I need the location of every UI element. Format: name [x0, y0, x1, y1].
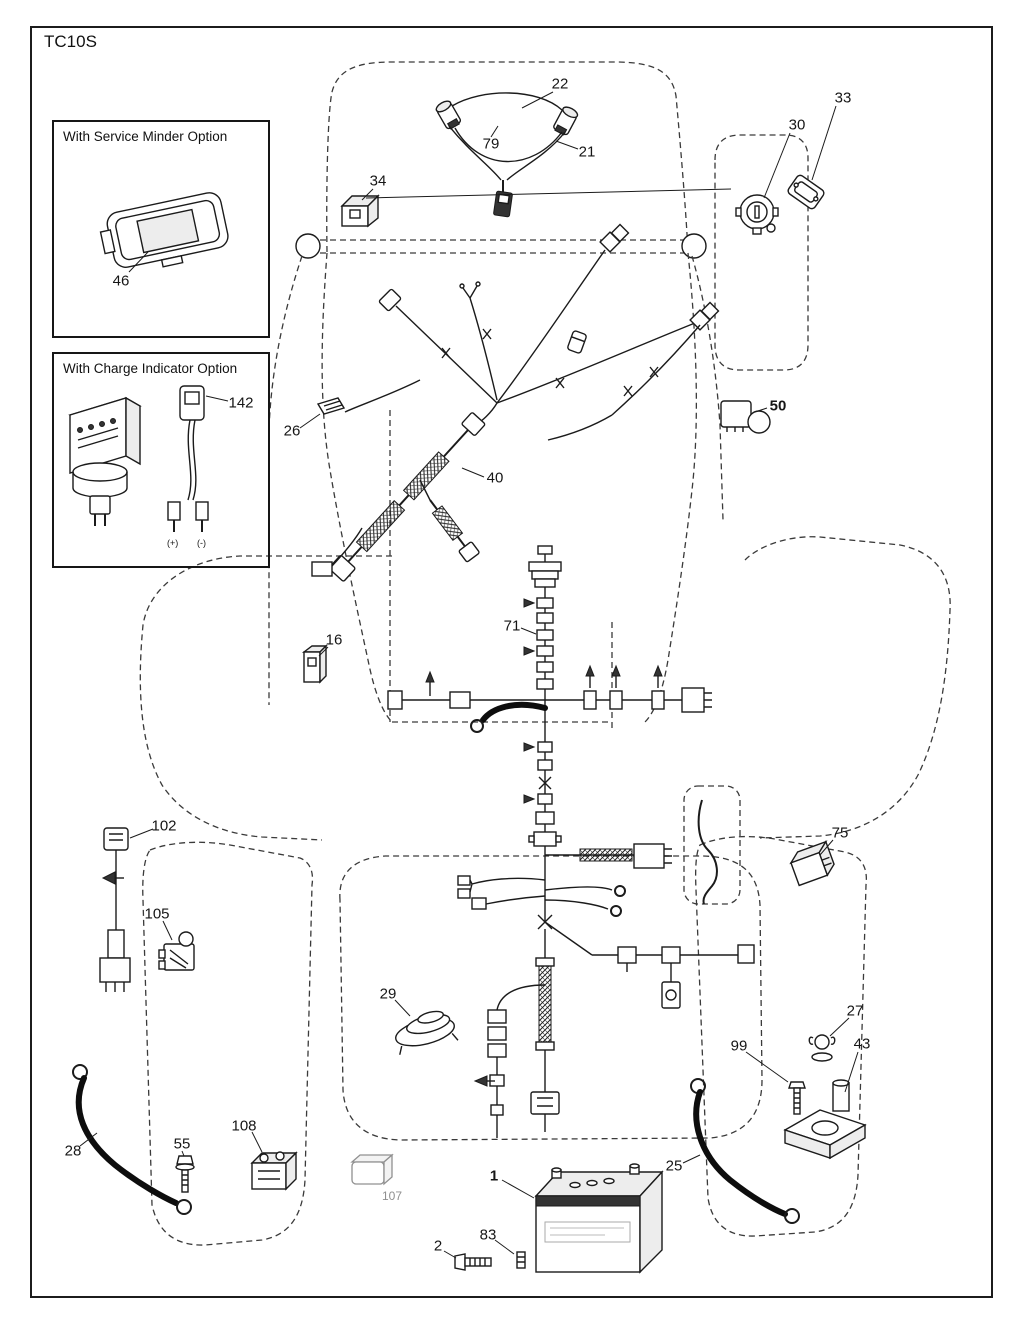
- grommet-right: [681, 233, 707, 259]
- interlock-switch-16: [301, 644, 328, 684]
- center-harness-71: [387, 545, 755, 1138]
- relay-50: [720, 400, 771, 434]
- battery-cable-28: [72, 1064, 192, 1215]
- bracket-43: [783, 1079, 867, 1160]
- tractor-body-outline: [139, 61, 951, 1246]
- service-minder-module: [99, 192, 229, 268]
- part-107: [350, 1153, 394, 1186]
- ignition-switch: [735, 194, 779, 235]
- bolt-55: [175, 1155, 195, 1193]
- main-harness-40: [311, 412, 486, 582]
- harness-142: (+) (-): [167, 385, 209, 548]
- horn-29: [395, 1010, 459, 1055]
- headlight-harness: [435, 91, 579, 218]
- charge-indicator-module: [68, 396, 142, 526]
- hood-wiring: [344, 223, 720, 441]
- key-plate-33: [787, 174, 825, 210]
- charge-indicator-inset: With Charge Indicator Option: [52, 352, 270, 568]
- wing-nut-27: [808, 1034, 836, 1062]
- bolt-2: [454, 1253, 492, 1271]
- page-title: TC10S: [44, 32, 97, 51]
- plus-terminal-label: (+): [167, 538, 178, 548]
- fuse-26: [316, 397, 346, 415]
- grommet-left: [295, 233, 321, 259]
- minus-terminal-label: (-): [197, 538, 206, 548]
- charge-indicator-inset-title: With Charge Indicator Option: [63, 361, 238, 376]
- battery: [534, 1163, 664, 1274]
- service-minder-inset: With Service Minder Option: [52, 120, 270, 338]
- diagram-frame: [30, 26, 993, 1298]
- switch-34: [340, 188, 732, 228]
- bolt-99: [788, 1081, 806, 1115]
- switch-75: [789, 840, 835, 887]
- fuse-link-102: [99, 827, 131, 992]
- spacer-83: [516, 1251, 526, 1269]
- part-108: [250, 1151, 298, 1191]
- service-minder-inset-title: With Service Minder Option: [63, 129, 228, 144]
- battery-cable-25: [690, 1078, 800, 1224]
- part-105: [158, 931, 195, 971]
